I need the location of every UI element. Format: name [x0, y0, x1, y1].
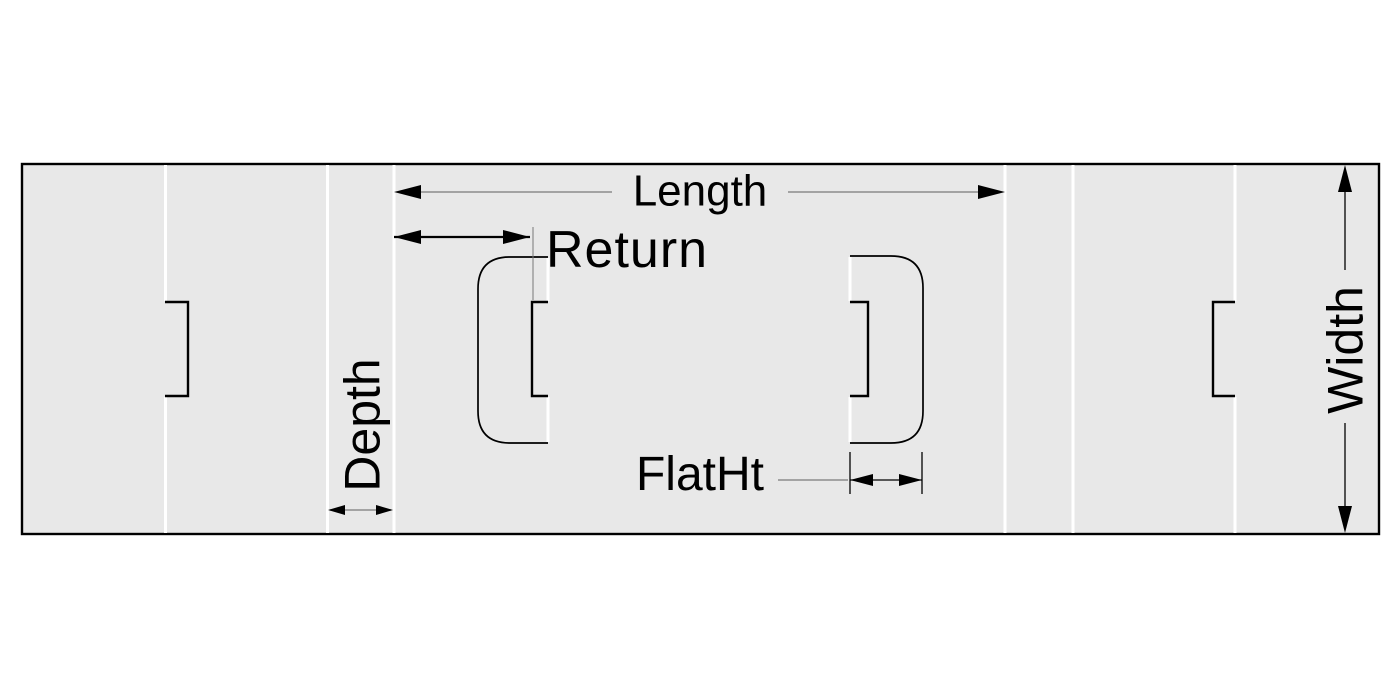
arrowhead-right-icon: [503, 230, 530, 244]
flatht-label: FlatHt: [636, 448, 764, 501]
arrowhead-left-icon: [850, 474, 873, 486]
length-label: Length: [633, 166, 768, 215]
arrowhead-right-icon: [376, 505, 393, 515]
left-flap-outline: [477, 256, 548, 444]
length-dimension: Length: [394, 166, 1005, 215]
arrowhead-right-icon: [978, 185, 1005, 199]
width-dimension: Width: [1318, 165, 1374, 533]
arrowhead-left-icon: [328, 505, 345, 515]
arrowhead-left-icon: [394, 185, 421, 199]
notch-bracket: [850, 300, 870, 398]
notch-bracket: [1211, 300, 1235, 398]
flatht-dimension: FlatHt: [636, 448, 923, 501]
arrowhead-right-icon: [899, 474, 922, 486]
return-dimension: Return: [394, 221, 708, 300]
right-flap-outline: [850, 255, 924, 444]
depth-label: Depth: [335, 358, 391, 491]
fold-creases: [164, 165, 1237, 533]
notch-brackets: [165, 300, 1235, 398]
notch-bracket: [530, 300, 548, 398]
box-blank-outline: [20, 162, 1381, 536]
arrowhead-up-icon: [1338, 165, 1352, 192]
notch-bracket: [165, 300, 190, 398]
arrowhead-down-icon: [1338, 506, 1352, 533]
width-label: Width: [1318, 286, 1374, 414]
return-label: Return: [546, 221, 708, 279]
flap-outlines: [477, 255, 924, 444]
arrowhead-left-icon: [394, 230, 421, 244]
depth-dimension: Depth: [328, 358, 393, 515]
